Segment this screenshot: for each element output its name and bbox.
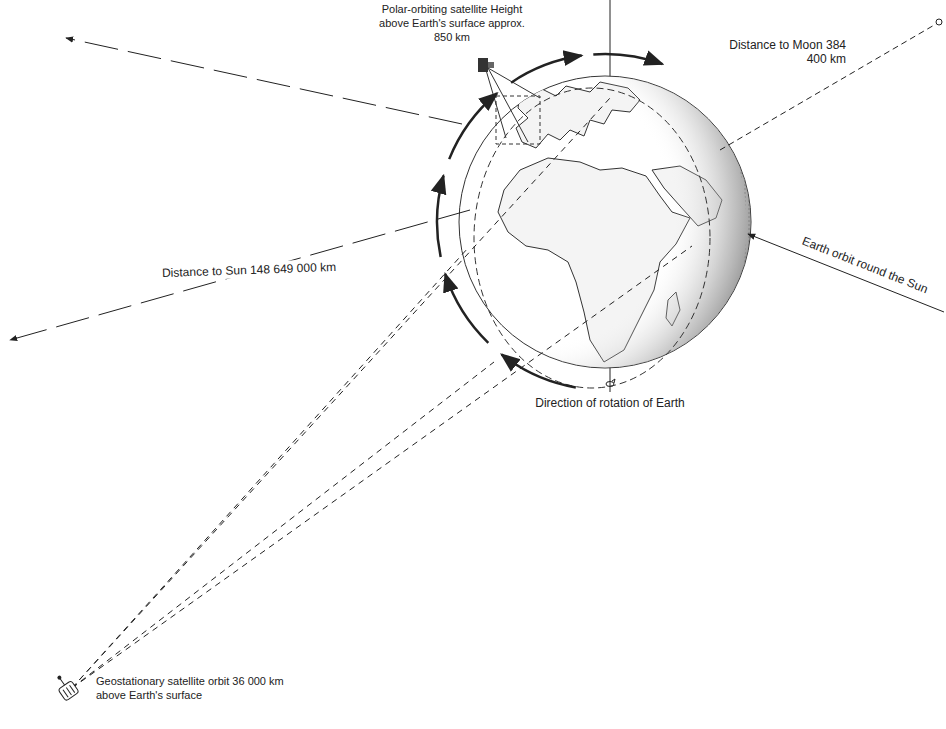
annotation-label: Geostationary satellite orbit 36 000 km … (96, 674, 296, 702)
orbit-arrow (437, 176, 443, 257)
earth-globe (459, 52, 800, 368)
orbit-arrow (511, 56, 581, 83)
sun-direction-line (10, 210, 470, 340)
geostationary-view-lines (72, 98, 692, 688)
earth-orbit-line (748, 234, 944, 312)
orbit-arrow (502, 354, 576, 387)
earth-axis (610, 366, 611, 392)
annotation-label: Distance to Sun 148 649 000 km (158, 259, 341, 281)
direction-line (66, 38, 462, 124)
annotation-label: Distance to Moon 384 400 km (728, 38, 846, 66)
geostationary-satellite (52, 671, 79, 701)
moon-symbol (936, 19, 942, 25)
rotation-symbol (612, 379, 615, 383)
orbit-arrow (445, 274, 488, 343)
annotation-label: Direction of rotation of Earth (500, 396, 720, 410)
orbit-arrow (449, 93, 497, 159)
earth-axis (610, 0, 611, 78)
orbit-arrow (593, 54, 662, 64)
polar-orbit-track (474, 88, 710, 388)
moon-direction-line (720, 24, 936, 150)
annotation-label: Polar-orbiting satellite Height above Ea… (372, 2, 532, 44)
annotation-label: Earth orbit round the Sun (796, 231, 934, 298)
